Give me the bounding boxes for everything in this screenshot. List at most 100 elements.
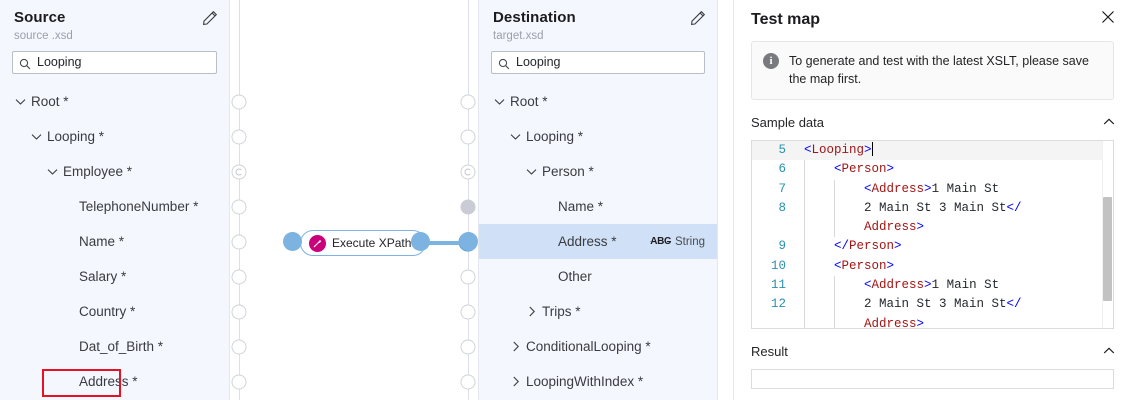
code-line[interactable]: 10 <Person> <box>752 256 1113 277</box>
node-output-dot[interactable] <box>411 232 430 251</box>
connector-handle[interactable] <box>460 94 476 110</box>
code-text[interactable]: <Looping> <box>804 142 874 157</box>
result-editor[interactable] <box>751 369 1114 389</box>
tree-row-loopingwithindex[interactable]: LoopingWithIndex * <box>479 364 717 399</box>
tree-row-label: Looping * <box>526 129 584 144</box>
loop-handle[interactable] <box>231 164 247 180</box>
source-title: Source <box>14 9 66 26</box>
sample-data-editor[interactable]: 5<Looping>6 <Person>7 <Address>1 Main St… <box>751 140 1114 329</box>
code-text[interactable]: <Person> <box>795 256 1113 277</box>
connector-handle[interactable] <box>231 129 247 145</box>
code-text[interactable]: <Person> <box>795 160 1113 180</box>
loop-handle[interactable] <box>460 164 476 180</box>
tree-row-label: Name * <box>558 199 604 214</box>
code-line[interactable]: 12 2 Main St 3 Main St</ <box>752 295 1113 315</box>
tree-row-other[interactable]: Other <box>479 259 717 294</box>
destination-edit-pencil-icon[interactable] <box>689 9 707 27</box>
connector-handle[interactable] <box>460 269 476 285</box>
tree-row-dat-of-birth[interactable]: Dat_of_Birth * <box>0 329 229 364</box>
chevron-right-icon[interactable] <box>509 340 522 353</box>
chevron-up-icon[interactable] <box>1102 344 1116 358</box>
test-map-title: Test map <box>751 11 821 28</box>
tree-row-root[interactable]: Root * <box>479 84 717 119</box>
connector-handle[interactable] <box>231 304 247 320</box>
code-text[interactable]: <Address>1 Main St <box>795 179 1113 199</box>
tree-row-looping[interactable]: Looping * <box>479 119 717 154</box>
editor-scrollbar[interactable] <box>1102 141 1113 328</box>
destination-search-input[interactable]: Looping <box>491 51 705 74</box>
tree-row-label: LoopingWithIndex * <box>526 374 644 389</box>
map-function-node-execute-xpath[interactable]: Execute XPath <box>300 230 427 256</box>
destination-title: Destination <box>493 9 576 26</box>
tree-row-conditionallooping[interactable]: ConditionalLooping * <box>479 329 717 364</box>
chevron-up-icon[interactable] <box>1102 115 1116 129</box>
editor-scrollbar-thumb[interactable] <box>1103 197 1112 301</box>
code-line[interactable]: 9 </Person> <box>752 237 1113 257</box>
tree-row-salary[interactable]: Salary * <box>0 259 229 294</box>
tree-row-root[interactable]: Root * <box>0 84 229 119</box>
code-line[interactable]: 7 <Address>1 Main St <box>752 179 1113 199</box>
tree-row-person[interactable]: Person * <box>479 154 717 189</box>
chevron-down-icon[interactable] <box>46 165 59 178</box>
tree-row-employee[interactable]: Employee * <box>0 154 229 189</box>
connector-handle[interactable] <box>231 234 247 250</box>
tree-row-name[interactable]: Name * <box>0 224 229 259</box>
connector-handle[interactable] <box>231 269 247 285</box>
text-cursor <box>871 142 874 156</box>
destination-search-value: Looping <box>516 55 561 69</box>
connector-handle[interactable] <box>231 199 247 215</box>
connector-handle[interactable] <box>460 339 476 355</box>
tree-row-telephonenumber[interactable]: TelephoneNumber * <box>0 189 229 224</box>
tree-row-name[interactable]: Name * <box>479 189 717 224</box>
line-number: 7 <box>752 179 795 199</box>
destination-tree[interactable]: Root * Looping * Person * Name * Address *AB… <box>479 84 717 399</box>
source-search-input[interactable]: Looping <box>12 51 217 74</box>
info-icon: i <box>763 53 779 69</box>
chevron-down-icon[interactable] <box>525 165 538 178</box>
connector-handle[interactable] <box>231 374 247 390</box>
code-text[interactable]: Address> <box>795 314 1113 328</box>
tree-row-trips[interactable]: Trips * <box>479 294 717 329</box>
map-canvas[interactable]: Source source .xsd Looping Root *Loopi <box>0 0 733 400</box>
connector-handle[interactable] <box>460 304 476 320</box>
tree-row-country[interactable]: Country * <box>0 294 229 329</box>
destination-address-connector-dot[interactable] <box>459 232 478 251</box>
chevron-right-icon[interactable] <box>509 375 522 388</box>
code-line[interactable]: 5<Looping> <box>752 141 1113 161</box>
source-tree[interactable]: Root *Looping *Employee *TelephoneNumber… <box>0 84 229 399</box>
tree-row-label: Salary * <box>79 269 127 284</box>
chevron-right-icon[interactable] <box>525 305 538 318</box>
connector-handle[interactable] <box>460 129 476 145</box>
connector-handle[interactable] <box>231 94 247 110</box>
code-line[interactable]: 8 2 Main St 3 Main St</ <box>752 198 1113 219</box>
close-icon[interactable] <box>1098 7 1118 27</box>
code-text[interactable]: Address> <box>795 218 1113 238</box>
code-line[interactable]: 11 <Address>1 Main St <box>752 276 1113 296</box>
code-text[interactable]: 2 Main St 3 Main St</ <box>795 295 1113 315</box>
tree-row-address[interactable]: Address * <box>0 364 229 399</box>
sample-data-code[interactable]: 5<Looping>6 <Person>7 <Address>1 Main St… <box>752 141 1113 328</box>
chevron-down-icon[interactable] <box>509 130 522 143</box>
connector-handle[interactable] <box>231 339 247 355</box>
code-text[interactable]: 2 Main St 3 Main St</ <box>795 198 1113 219</box>
chevron-down-icon[interactable] <box>493 95 506 108</box>
source-edit-pencil-icon[interactable] <box>201 9 219 27</box>
connector-handle[interactable] <box>460 199 476 215</box>
code-line[interactable]: Address> <box>752 218 1113 238</box>
node-input-dot[interactable] <box>283 232 302 251</box>
search-icon <box>19 57 31 69</box>
connector-handle[interactable] <box>460 374 476 390</box>
result-section-header[interactable]: Result <box>734 338 1130 364</box>
chevron-down-icon[interactable] <box>30 130 43 143</box>
sample-data-section-header[interactable]: Sample data <box>734 109 1130 135</box>
search-icon <box>498 57 510 69</box>
line-number: 9 <box>752 237 795 257</box>
code-line[interactable]: Address> <box>752 314 1113 328</box>
destination-panel-header: Destination target.xsd <box>479 0 717 44</box>
chevron-down-icon[interactable] <box>14 95 27 108</box>
code-text[interactable]: <Address>1 Main St <box>795 276 1113 296</box>
code-text[interactable]: </Person> <box>795 237 1113 257</box>
tree-row-looping[interactable]: Looping * <box>0 119 229 154</box>
code-line[interactable]: 6 <Person> <box>752 160 1113 180</box>
